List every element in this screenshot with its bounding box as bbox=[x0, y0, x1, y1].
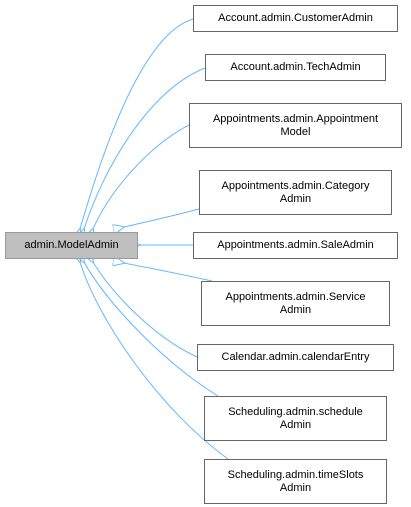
derived-class-label: Admin bbox=[279, 192, 312, 205]
inheritance-arrow bbox=[80, 18, 194, 229]
derived-class-label: Account.admin.TechAdmin bbox=[230, 61, 361, 73]
derived-class-node[interactable]: Appointments.admin.Appointment Model bbox=[189, 103, 402, 148]
derived-class-label: Appointments.admin.Appointment bbox=[212, 112, 379, 125]
inheritance-arrow bbox=[93, 124, 190, 229]
derived-class-label: Model bbox=[280, 125, 311, 138]
inheritance-arrow bbox=[124, 263, 213, 282]
derived-class-label: Appointments.admin.Service bbox=[225, 290, 366, 303]
derived-class-label: Scheduling.admin.schedule bbox=[228, 405, 363, 418]
inheritance-arrow bbox=[84, 262, 219, 397]
derived-class-node[interactable]: Scheduling.admin.schedule Admin bbox=[204, 396, 387, 441]
derived-class-label: Admin bbox=[279, 418, 312, 431]
derived-class-node[interactable]: Appointments.admin.SaleAdmin bbox=[193, 232, 398, 259]
derived-class-label: Admin bbox=[279, 481, 312, 494]
derived-class-label: Scheduling.admin.timeSlots bbox=[227, 468, 364, 481]
derived-class-node[interactable]: Appointments.admin.Category Admin bbox=[199, 170, 392, 215]
derived-class-node[interactable]: Calendar.admin.calendarEntry bbox=[197, 344, 394, 371]
derived-class-node[interactable]: Account.admin.TechAdmin bbox=[205, 54, 386, 81]
derived-class-label: Admin bbox=[279, 303, 312, 316]
derived-class-node[interactable]: Scheduling.admin.timeSlots Admin bbox=[204, 459, 387, 504]
derived-class-label: Calendar.admin.calendarEntry bbox=[221, 351, 370, 363]
derived-class-label: Account.admin.CustomerAdmin bbox=[218, 12, 373, 24]
inheritance-arrow bbox=[80, 262, 229, 460]
inheritance-arrow bbox=[93, 262, 198, 358]
derived-class-node[interactable]: Account.admin.CustomerAdmin bbox=[193, 5, 398, 32]
derived-class-label: Appointments.admin.Category bbox=[221, 179, 370, 192]
inheritance-arrow bbox=[124, 208, 200, 227]
base-class-node[interactable]: admin.ModelAdmin bbox=[5, 232, 138, 259]
derived-class-node[interactable]: Appointments.admin.Service Admin bbox=[201, 281, 390, 326]
inheritance-arrow bbox=[84, 67, 206, 229]
base-class-label: admin.ModelAdmin bbox=[24, 239, 119, 251]
derived-class-label: Appointments.admin.SaleAdmin bbox=[217, 239, 374, 251]
